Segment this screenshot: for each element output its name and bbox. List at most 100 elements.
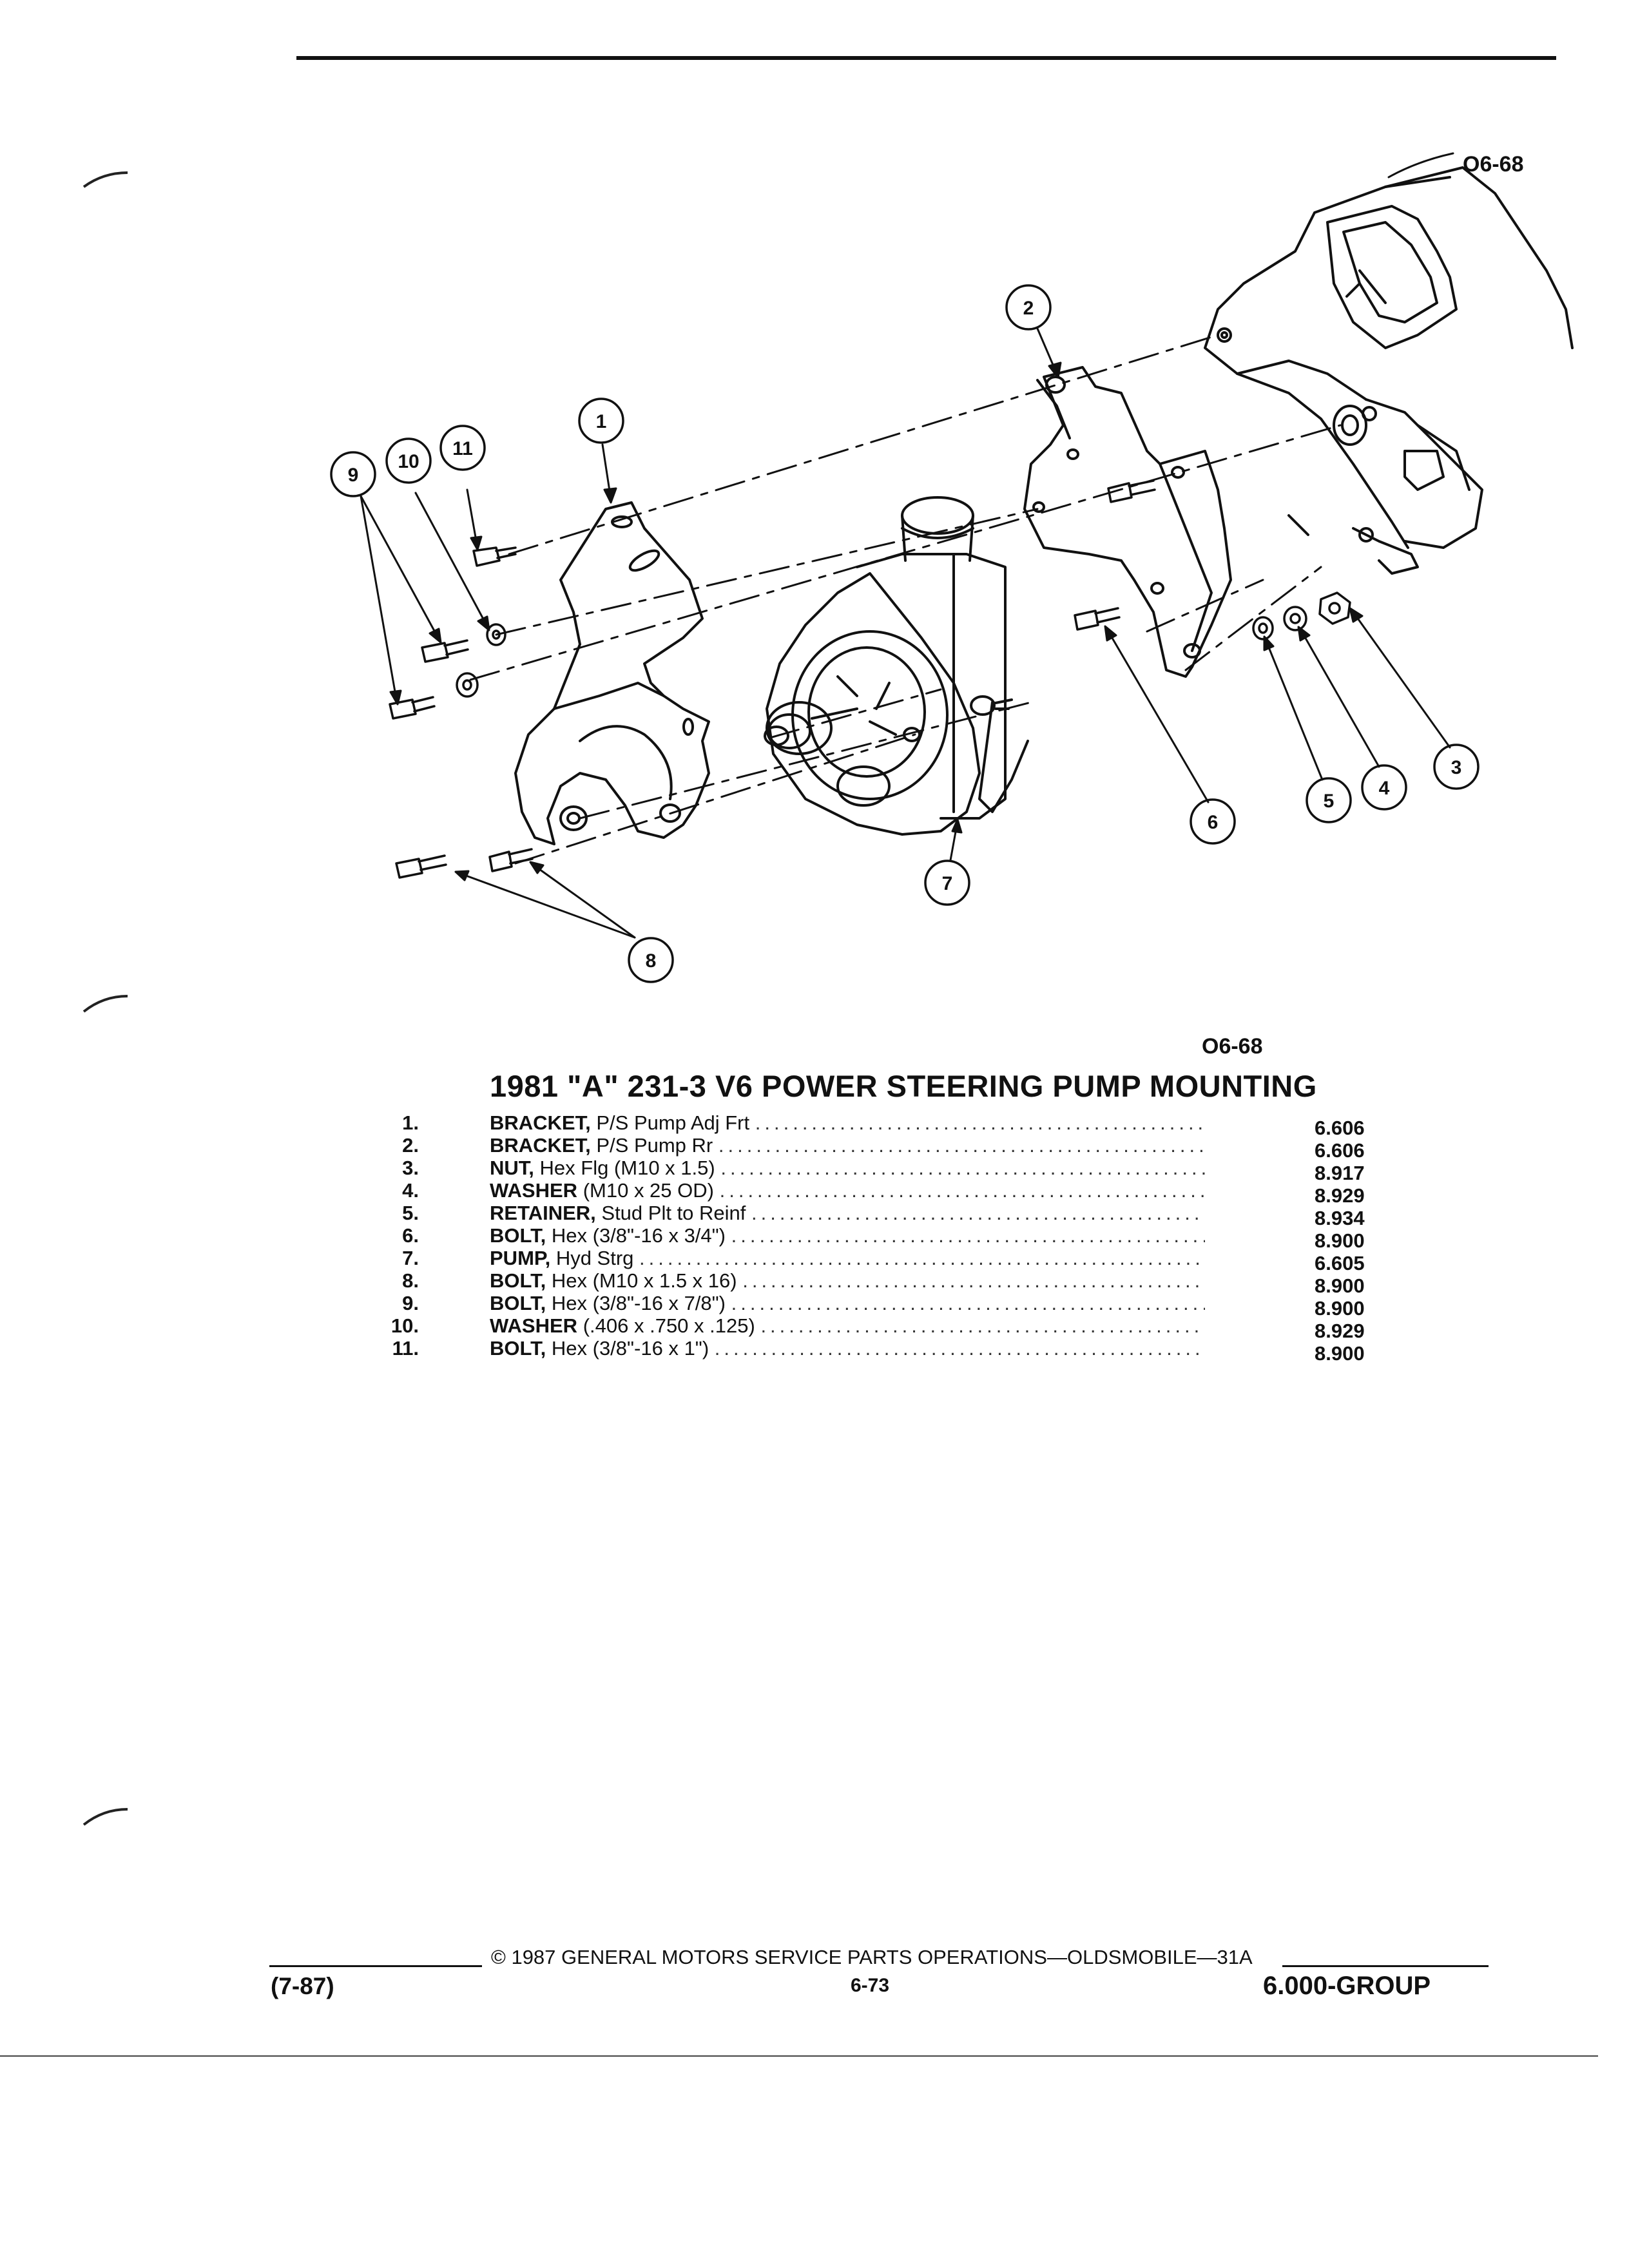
assembly-lines: [469, 334, 1342, 865]
callout-11: 11: [439, 425, 486, 471]
parts-list: 1.BRACKET, P/S Pump Adj Frt ............…: [380, 1111, 1411, 1365]
callout-7: 7: [924, 860, 970, 906]
callout-3: 3: [1433, 744, 1480, 790]
part-number: 11.: [392, 1337, 419, 1360]
table-row: 2. BRACKET, P/S Pump Rr .................…: [380, 1134, 1411, 1162]
table-row: 7. PUMP, Hyd Strg .......................…: [380, 1247, 1411, 1274]
callout-label: 1: [596, 411, 607, 432]
part-spec: Hex (3/8"-16 x 1"): [551, 1337, 709, 1360]
part-spec: Hex (M10 x 1.5 x 16): [551, 1269, 737, 1292]
part-description: RETAINER, Stud Plt to Reinf ............…: [490, 1202, 1205, 1224]
leader-lines: [360, 327, 1451, 939]
leader-dots: ........................................…: [718, 1134, 1205, 1157]
callouts: 1 2 3 4 5 6 7 8 9 10 11: [330, 284, 1480, 983]
callout-label: 10: [398, 451, 419, 472]
footer-rule-left: [269, 1965, 482, 1967]
part-code: 8.900: [1315, 1342, 1365, 1365]
callout-label: 7: [942, 873, 953, 894]
part-name: NUT,: [490, 1157, 534, 1179]
table-row: 6. BOLT, Hex (3/8"-16 x 3/4") ...........…: [380, 1224, 1411, 1252]
callout-1: 1: [578, 398, 624, 444]
rear-bracket: [1023, 366, 1232, 678]
part-number: 8.: [402, 1269, 419, 1292]
callout-label: 4: [1379, 778, 1390, 799]
leader-dots: ........................................…: [714, 1337, 1205, 1360]
part-name: BOLT,: [490, 1269, 546, 1292]
leader-dots: ........................................…: [731, 1292, 1205, 1314]
part-name: PUMP,: [490, 1247, 551, 1269]
part-name: BRACKET,: [490, 1111, 591, 1134]
callout-label: 3: [1451, 757, 1462, 778]
top-rule: [296, 56, 1556, 60]
footer-date: (7-87): [271, 1973, 334, 1999]
page-number: 6-73: [851, 1975, 890, 1996]
callout-10: 10: [385, 437, 432, 484]
callout-label: 11: [452, 438, 473, 459]
footer-group: 6.000-GROUP: [1263, 1972, 1431, 2000]
part-number: 4.: [402, 1179, 419, 1202]
part-name: WASHER: [490, 1314, 578, 1337]
callout-label: 6: [1208, 812, 1219, 833]
pump-body: [764, 496, 1029, 836]
part-code: 8.934: [1315, 1207, 1365, 1229]
part-number: 2.: [402, 1134, 419, 1157]
callout-4: 4: [1361, 764, 1407, 811]
part-code: 8.900: [1315, 1229, 1365, 1252]
table-row: 9.BOLT, Hex (3/8"-16 x 7/8") ...........…: [380, 1292, 1411, 1320]
callout-label: 2: [1023, 298, 1034, 319]
footer-rule-right: [1282, 1965, 1489, 1967]
leader-dots: ........................................…: [720, 1157, 1205, 1179]
part-description: WASHER (M10 x 25 OD) ...................…: [490, 1179, 1205, 1202]
part-code: 8.929: [1315, 1320, 1365, 1342]
callout-9: 9: [330, 451, 376, 497]
part-spec: (.406 x .750 x .125): [583, 1314, 755, 1337]
table-row: 4. WASHER (M10 x 25 OD) .................…: [380, 1179, 1411, 1207]
part-spec: Hex (3/8"-16 x 3/4"): [551, 1224, 726, 1247]
leader-dots: ........................................…: [639, 1247, 1205, 1269]
fasteners: [389, 479, 1351, 879]
part-name: WASHER: [490, 1179, 578, 1202]
table-row: 5. RETAINER, Stud Plt to Reinf ..........…: [380, 1202, 1411, 1229]
figure-reference-top: O6-68: [1463, 152, 1524, 177]
table-row: 10.WASHER (.406 x .750 x .125) .........…: [380, 1314, 1411, 1342]
part-code: 8.900: [1315, 1297, 1365, 1320]
part-description: PUMP, Hyd Strg .........................…: [490, 1247, 1205, 1269]
part-description: WASHER (.406 x .750 x .125) ............…: [490, 1314, 1205, 1337]
part-number: 7.: [402, 1247, 419, 1269]
part-name: RETAINER,: [490, 1202, 596, 1224]
part-code: 6.606: [1315, 1117, 1365, 1139]
part-code: 6.606: [1315, 1139, 1365, 1162]
part-spec: Hex (3/8"-16 x 7/8"): [551, 1292, 726, 1314]
part-number: 6.: [402, 1224, 419, 1247]
margin-marks: [82, 171, 128, 1826]
part-description: BOLT, Hex (M10 x 1.5 x 16) .............…: [490, 1269, 1205, 1292]
part-code: 8.900: [1315, 1274, 1365, 1297]
part-spec: P/S Pump Rr: [596, 1134, 713, 1157]
part-spec: Stud Plt to Reinf: [601, 1202, 746, 1224]
part-description: BOLT, Hex (3/8"-16 x 1") ...............…: [490, 1337, 1205, 1360]
part-spec: Hex Flg (M10 x 1.5): [539, 1157, 715, 1179]
part-name: BOLT,: [490, 1337, 546, 1360]
part-number: 3.: [402, 1157, 419, 1179]
part-description: BRACKET, P/S Pump Adj Frt ..............…: [490, 1111, 1205, 1134]
leader-dots: ........................................…: [719, 1179, 1205, 1202]
part-description: BOLT, Hex (3/8"-16 x 7/8") .............…: [490, 1292, 1205, 1314]
callout-8: 8: [628, 937, 674, 983]
callout-6: 6: [1190, 798, 1236, 845]
footer-copyright: © 1987 GENERAL MOTORS SERVICE PARTS OPER…: [491, 1946, 1253, 1968]
part-description: BOLT, Hex (3/8"-16 x 3/4") .............…: [490, 1224, 1205, 1247]
callout-label: 9: [348, 465, 359, 486]
part-spec: (M10 x 25 OD): [583, 1179, 714, 1202]
bottom-scan-line: [0, 2055, 1598, 2057]
part-code: 8.917: [1315, 1162, 1365, 1184]
part-spec: Hyd Strg: [555, 1247, 634, 1269]
table-row: 11. BOLT, Hex (3/8"-16 x 1") ............…: [380, 1337, 1411, 1365]
leader-dots: ........................................…: [731, 1224, 1205, 1247]
part-name: BOLT,: [490, 1292, 546, 1314]
part-spec: P/S Pump Adj Frt: [596, 1111, 750, 1134]
part-description: BRACKET, P/S Pump Rr ...................…: [490, 1134, 1205, 1157]
table-row: 8. BOLT, Hex (M10 x 1.5 x 16) ...........…: [380, 1269, 1411, 1297]
table-row: 3. NUT, Hex Flg (M10 x 1.5) .............…: [380, 1157, 1411, 1184]
exploded-parts-diagram: 1 2 3 4 5 6 7 8 9 10 11: [330, 152, 1574, 983]
part-number: 5.: [402, 1202, 419, 1224]
